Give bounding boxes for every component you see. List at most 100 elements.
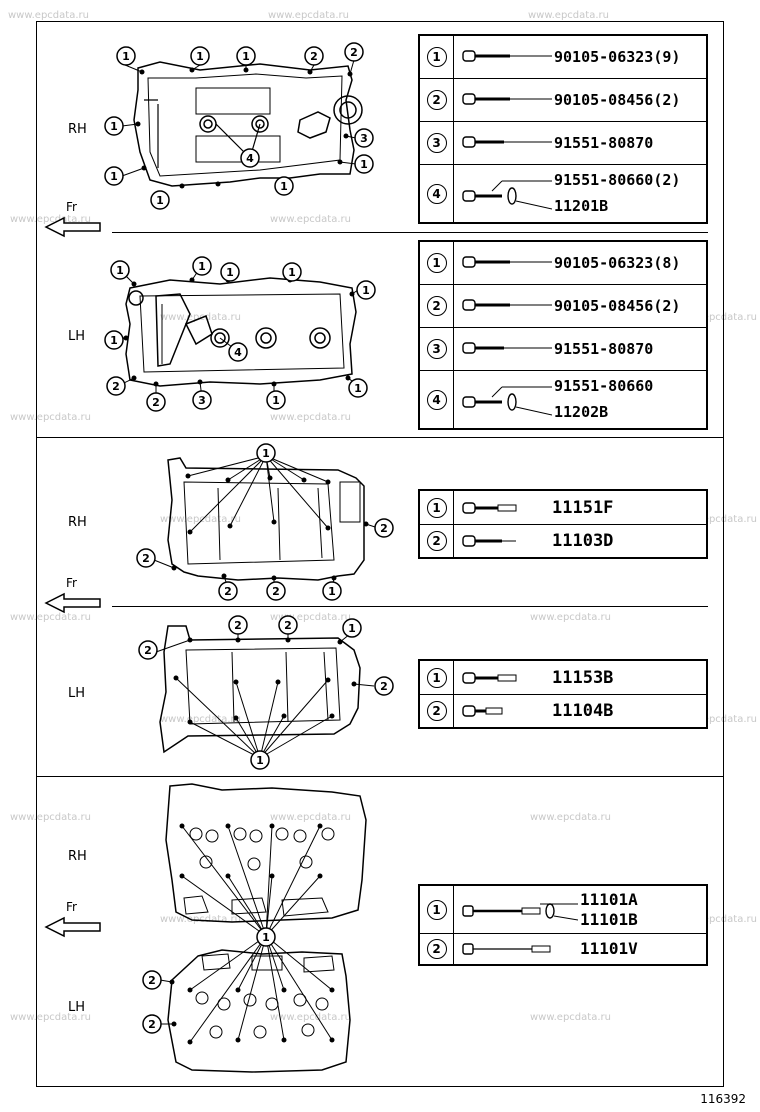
- lh-head-cover-diagram: 1 1 1 1 1 1 4 2 2 3 1 1: [100, 254, 390, 424]
- svg-text:1: 1: [280, 180, 288, 193]
- svg-text:2: 2: [350, 46, 358, 59]
- bolt-icon: [462, 672, 517, 684]
- svg-text:3: 3: [198, 394, 206, 407]
- parts-row: 1 11101A 11101B: [420, 886, 706, 934]
- label-lh: LH: [68, 329, 86, 344]
- watermark: www.epcdata.ru: [270, 1012, 351, 1023]
- svg-text:1: 1: [156, 194, 164, 207]
- watermark: www.epcdata.ru: [10, 214, 91, 225]
- part-number: 90105-06323(9): [554, 48, 681, 66]
- front-label: Fr: [66, 900, 77, 914]
- svg-text:1: 1: [348, 622, 356, 635]
- section-divider: [36, 437, 724, 438]
- label-lh: LH: [68, 1000, 86, 1015]
- callout-number: 4: [426, 183, 447, 204]
- bolt-icon: [462, 136, 552, 148]
- svg-text:1: 1: [256, 754, 264, 767]
- front-direction: Fr: [44, 200, 114, 248]
- part-number: 11104B: [552, 701, 614, 721]
- svg-text:2: 2: [234, 619, 242, 632]
- rh-head-cover-diagram: 1 1 1 2 2 1 1 4 3 1 1 1: [100, 40, 390, 210]
- rh-lh-divider: [112, 232, 708, 233]
- svg-text:1: 1: [262, 447, 270, 460]
- part-number: 11153B: [552, 668, 614, 688]
- svg-text:1: 1: [362, 284, 370, 297]
- callout-number: 3: [426, 133, 447, 153]
- bolt-icon: [462, 50, 552, 62]
- svg-text:1: 1: [122, 50, 130, 63]
- part-number: 11101B: [580, 910, 638, 929]
- arrow-left-icon: [44, 592, 101, 614]
- part-number: 11101A: [580, 890, 638, 909]
- svg-text:2: 2: [380, 680, 388, 693]
- front-direction: Fr: [44, 900, 114, 948]
- watermark: www.epcdata.ru: [10, 412, 91, 423]
- callout-number: 2: [426, 90, 447, 110]
- bolt-icon: [462, 342, 552, 354]
- parts-row: 1 11153B: [420, 661, 706, 695]
- part-number: 90105-08456(2): [554, 91, 681, 109]
- callout-number: 4: [426, 389, 447, 410]
- part-number: 91551-80870: [554, 134, 654, 152]
- svg-text:2: 2: [142, 552, 150, 565]
- callout-group: 1 2 2 2 2 1: [136, 443, 394, 601]
- watermark: www.epcdata.ru: [270, 214, 351, 225]
- rh-cam-housing-diagram: 1 2 2 2 2 1: [128, 440, 400, 606]
- watermark: www.epcdata.ru: [530, 612, 611, 623]
- svg-text:2: 2: [112, 380, 120, 393]
- svg-text:1: 1: [262, 931, 270, 944]
- bolt-icon: [462, 256, 552, 268]
- watermark: www.epcdata.ru: [528, 10, 609, 21]
- parts-row: 2 11104B: [420, 695, 706, 727]
- watermark: www.epcdata.ru: [160, 714, 241, 725]
- part-number: 11202B: [554, 403, 609, 421]
- label-rh: RH: [68, 849, 87, 864]
- callout-group: 1 1 1 1 1 1 4 2 2 3 1 1: [104, 256, 376, 412]
- lh-cam-housing-diagram: 2 2 2 1 2 1: [128, 612, 400, 774]
- watermark: www.epcdata.ru: [8, 10, 89, 21]
- parts-row: 1 90105-06323(9): [420, 36, 706, 79]
- front-label: Fr: [66, 200, 77, 214]
- parts-row: 1 90105-06323(8): [420, 242, 706, 285]
- part-number: 11103D: [552, 531, 614, 551]
- svg-text:1: 1: [110, 120, 118, 133]
- cylinder-head-diagram: 1 2 2: [132, 780, 372, 1082]
- part-number: 91551-80870: [554, 340, 654, 358]
- svg-text:2: 2: [152, 396, 160, 409]
- watermark: www.epcdata.ru: [10, 1012, 91, 1023]
- svg-text:2: 2: [310, 50, 318, 63]
- callout-number: 3: [426, 339, 447, 359]
- svg-text:1: 1: [288, 266, 296, 279]
- label-lh: LH: [68, 686, 86, 701]
- parts-table-rh-cam-housing: 1 11151F 2 11103D: [418, 489, 708, 559]
- svg-text:1: 1: [272, 394, 280, 407]
- parts-row: 1 11151F: [420, 491, 706, 525]
- part-number: 90105-06323(8): [554, 254, 681, 272]
- watermark: www.epcdata.ru: [530, 1012, 611, 1023]
- arrow-left-icon: [44, 916, 101, 938]
- callout-number: 2: [426, 701, 447, 721]
- callout-group: 1 1 1 2 2 1 1 4 3 1 1 1: [104, 42, 374, 210]
- parts-row: 2 90105-08456(2): [420, 285, 706, 328]
- watermark: www.epcdata.ru: [10, 812, 91, 823]
- watermark: www.epcdata.ru: [270, 412, 351, 423]
- section-divider: [36, 776, 724, 777]
- svg-text:4: 4: [246, 152, 254, 165]
- svg-text:2: 2: [380, 522, 388, 535]
- watermark: www.epcdata.ru: [530, 812, 611, 823]
- svg-text:2: 2: [148, 1018, 156, 1031]
- callout-number: 1: [426, 899, 447, 920]
- svg-text:1: 1: [116, 264, 124, 277]
- part-number: 11151F: [552, 498, 614, 518]
- svg-text:1: 1: [360, 158, 368, 171]
- illustration-number: 116392: [700, 1092, 746, 1106]
- callout-number: 1: [426, 497, 447, 518]
- part-number: 11101V: [580, 939, 638, 958]
- front-label: Fr: [66, 576, 77, 590]
- watermark: www.epcdata.ru: [268, 10, 349, 21]
- watermark: www.epcdata.ru: [160, 514, 241, 525]
- svg-text:1: 1: [328, 585, 336, 598]
- rh-lh-divider: [112, 606, 708, 607]
- parts-row: 2 90105-08456(2): [420, 79, 706, 122]
- parts-row: 4 91551-80660(2) 11201B: [420, 165, 706, 222]
